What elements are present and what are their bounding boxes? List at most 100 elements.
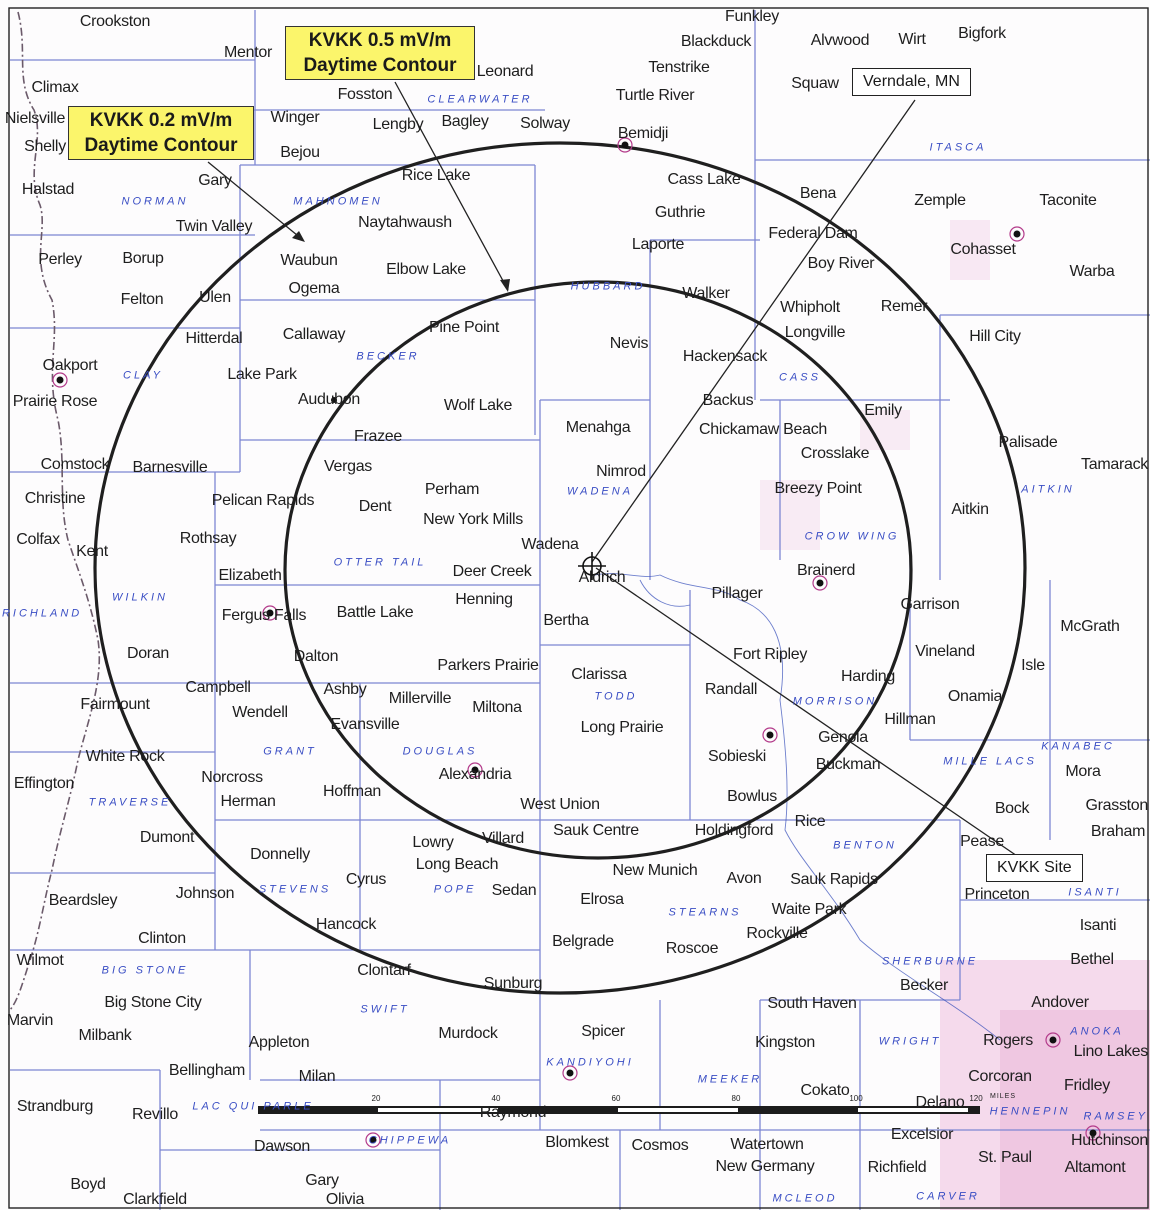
place-label: Millerville xyxy=(388,690,452,707)
place-label: Whipholt xyxy=(780,299,840,316)
place-label: Walker xyxy=(682,285,730,302)
place-label: Fridley xyxy=(1064,1077,1110,1094)
county-label: NORMAN xyxy=(121,195,189,208)
county-label: ANOKA xyxy=(1070,1025,1124,1038)
place-label: Sauk Rapids xyxy=(790,871,878,888)
place-label: Remer xyxy=(880,298,928,315)
county-label: MORRISON xyxy=(792,695,878,708)
place-label: Bowlus xyxy=(727,788,777,805)
place-label: Shelly xyxy=(24,138,66,155)
place-label: Andover xyxy=(1031,994,1089,1011)
place-label: Wolf Lake xyxy=(443,397,513,414)
metro-area-tint xyxy=(760,220,1150,1210)
place-label: Mora xyxy=(1065,763,1101,780)
place-label: Blomkest xyxy=(545,1134,609,1151)
place-label: Barnesville xyxy=(132,459,208,476)
place-label: Longville xyxy=(784,324,846,341)
place-label: Bethel xyxy=(1070,951,1114,968)
county-label: MAHNOMEN xyxy=(293,195,383,208)
callout-line: Daytime Contour xyxy=(84,135,238,156)
place-label: Christine xyxy=(24,490,86,507)
place-label: Revillo xyxy=(132,1106,178,1123)
kvkk-site-marker xyxy=(578,552,606,580)
place-label: Bock xyxy=(994,800,1030,817)
place-label: Sauk Centre xyxy=(553,822,639,839)
place-label: Delano xyxy=(915,1094,965,1111)
place-label: Fort Ripley xyxy=(732,646,808,663)
place-label: Brainerd xyxy=(796,562,856,579)
place-label: Bejou xyxy=(280,144,320,161)
place-label: Raymond xyxy=(479,1104,547,1121)
leader-contour-02 xyxy=(207,161,304,241)
scale-tick: 120 xyxy=(969,1094,983,1103)
county-label: STEVENS xyxy=(258,883,332,896)
leader-lines xyxy=(207,81,1021,859)
county-label: TRAVERSE xyxy=(88,796,172,809)
place-label: Isanti xyxy=(1079,917,1117,934)
place-label: Evansville xyxy=(330,716,400,733)
place-label: Bagley xyxy=(441,113,489,130)
place-label: McGrath xyxy=(1060,618,1120,635)
scale-tick: 80 xyxy=(731,1094,741,1103)
place-label: Tenstrike xyxy=(648,59,710,76)
place-label: Ashby xyxy=(323,681,367,698)
place-label: Milan xyxy=(298,1068,336,1085)
place-label: Lino Lakes xyxy=(1073,1043,1149,1060)
county-label: KANDIYOHI xyxy=(546,1056,634,1069)
callout-line: KVKK 0.2 mV/m xyxy=(89,110,233,131)
place-label: Beardsley xyxy=(48,892,118,909)
place-label: Rice Lake xyxy=(401,167,471,184)
county-boundaries xyxy=(10,10,1150,1210)
place-label: Wendell xyxy=(232,704,288,721)
contour-05-callout: KVKK 0.5 mV/m Daytime Contour xyxy=(285,26,475,80)
place-label: Sedan xyxy=(491,882,537,899)
place-label: West Union xyxy=(520,796,600,813)
place-label: Tamarack xyxy=(1081,456,1148,473)
place-label: Cohasset xyxy=(950,241,1016,258)
place-label: Bellingham xyxy=(168,1062,246,1079)
place-label: Nielsville xyxy=(4,110,66,127)
place-label: Lowry xyxy=(412,834,454,851)
place-label: Comstock xyxy=(40,456,110,473)
place-label: Donnelly xyxy=(250,846,310,863)
place-label: St. Paul xyxy=(978,1149,1032,1166)
place-label: Ulen xyxy=(199,289,231,306)
county-label: LAC QUI PARLE xyxy=(192,1100,314,1113)
contour-02-callout: KVKK 0.2 mV/m Daytime Contour xyxy=(68,106,254,160)
place-label: Lake Park xyxy=(227,366,297,383)
place-label: Gary xyxy=(305,1172,339,1189)
leader-site xyxy=(595,567,1021,859)
contour-05-ellipse xyxy=(283,280,913,860)
place-label: Alexandria xyxy=(438,766,512,783)
county-label: ITASCA xyxy=(929,141,987,154)
place-label: Nimrod xyxy=(596,463,646,480)
place-label: Clarkfield xyxy=(123,1191,187,1208)
county-label: POPE xyxy=(433,883,477,896)
place-label: Crookston xyxy=(79,13,151,30)
place-label: Johnson xyxy=(175,885,235,902)
place-label: Avon xyxy=(726,870,762,887)
place-label: Isle xyxy=(1021,657,1045,674)
place-label: Bemidji xyxy=(617,125,669,142)
county-label: CROW WING xyxy=(804,530,900,543)
place-label: Twin Valley xyxy=(175,218,253,235)
scale-bar xyxy=(258,1106,980,1114)
place-label: Deer Creek xyxy=(452,563,532,580)
kvkk-site-label: KVKK Site xyxy=(986,854,1083,882)
place-label: Becker xyxy=(900,977,948,994)
contour-02-ellipse xyxy=(93,141,1027,995)
place-label: Blackduck xyxy=(680,33,752,50)
place-label: Effington xyxy=(13,775,75,792)
place-label: Hancock xyxy=(315,916,377,933)
place-label: Guthrie xyxy=(654,204,706,221)
place-label: Watertown xyxy=(730,1136,804,1153)
place-label: Pelican Rapids xyxy=(211,492,315,509)
county-label: CARVER xyxy=(916,1190,980,1203)
place-label: Pease xyxy=(960,833,1004,850)
place-label: Strandburg xyxy=(16,1098,94,1115)
place-label: Halstad xyxy=(21,181,75,198)
place-label: Clontarf xyxy=(357,962,411,979)
place-label: Wilmot xyxy=(16,952,64,969)
place-label: Corcoran xyxy=(968,1068,1032,1085)
